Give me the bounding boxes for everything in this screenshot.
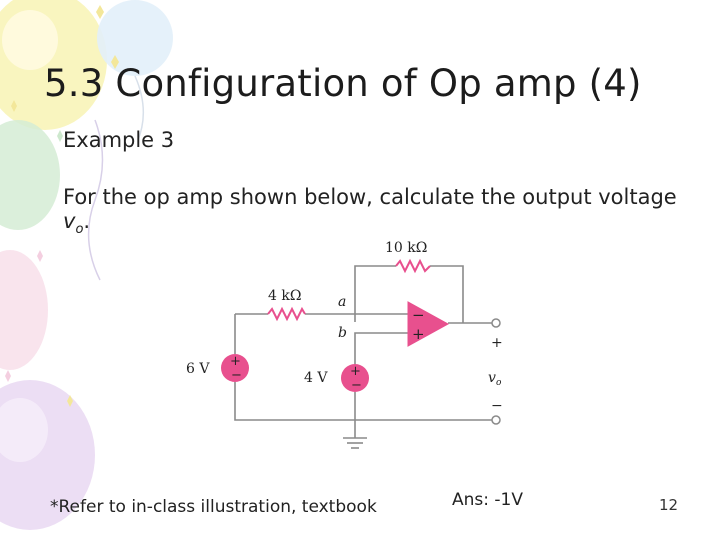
label-input-resistor: 4 kΩ xyxy=(268,288,301,304)
answer-text: Ans: -1V xyxy=(452,490,523,510)
voltage-source-6v xyxy=(221,354,249,382)
label-output-plus: + xyxy=(491,335,503,351)
label-node-a: a xyxy=(338,294,346,310)
sparkle-decoration xyxy=(96,5,104,19)
label-source-6v: 6 V xyxy=(186,361,210,377)
balloon-decoration xyxy=(0,250,48,370)
sparkle-decoration xyxy=(57,130,63,142)
label-node-b: b xyxy=(338,325,347,341)
wire-feedback-left xyxy=(354,265,396,322)
balloon-decoration xyxy=(0,398,48,462)
resistor-feedback xyxy=(395,258,431,274)
sparkle-decoration xyxy=(5,370,11,382)
output-terminal-top xyxy=(491,318,501,328)
slide-title: 5.3 Configuration of Op amp (4) xyxy=(44,62,642,105)
wire-left-bottom xyxy=(234,382,492,421)
question-body: For the op amp shown below, calculate th… xyxy=(63,185,677,209)
wire-feedback-right xyxy=(430,265,464,323)
label-output-voltage-sub: o xyxy=(496,378,502,388)
source-6v-minus: − xyxy=(231,368,242,383)
question-text: For the op amp shown below, calculate th… xyxy=(63,185,703,242)
wire-noninverting-input xyxy=(354,332,408,365)
sparkle-decoration xyxy=(37,250,43,262)
opamp-symbol xyxy=(407,301,450,347)
sparkle-decoration xyxy=(11,100,17,112)
label-source-4v: 4 V xyxy=(304,370,328,386)
label-output-minus: − xyxy=(491,398,503,414)
balloon-decoration xyxy=(0,120,60,230)
output-terminal-bottom xyxy=(491,415,501,425)
sparkle-decoration xyxy=(67,395,73,407)
ground-symbol xyxy=(343,437,367,449)
slide-page-number: 12 xyxy=(659,496,679,514)
question-variable: v xyxy=(63,209,76,233)
voltage-source-4v xyxy=(341,364,369,392)
reference-footnote: *Refer to in-class illustration, textboo… xyxy=(50,497,377,517)
label-output-voltage: v xyxy=(488,370,496,386)
source-6v-plus: + xyxy=(230,354,241,369)
source-4v-plus: + xyxy=(350,364,361,379)
balloon-string-decoration xyxy=(134,75,145,141)
balloon-string-decoration xyxy=(87,119,104,281)
example-heading: Example 3 xyxy=(63,128,175,152)
question-period: . xyxy=(83,209,91,233)
opamp-circuit-diagram: − + + − + − 10 kΩ 4 kΩ a b 6 V 4 V + v o… xyxy=(186,240,503,449)
opamp-noninverting-sign: + xyxy=(412,325,425,343)
resistor-input xyxy=(267,306,306,322)
question-variable-subscript: o xyxy=(75,222,84,238)
label-feedback-resistor: 10 kΩ xyxy=(385,240,427,256)
opamp-inverting-sign: − xyxy=(412,306,425,324)
balloon-decoration xyxy=(2,10,58,70)
sparkle-decoration xyxy=(111,55,119,69)
source-4v-minus: − xyxy=(351,378,362,393)
